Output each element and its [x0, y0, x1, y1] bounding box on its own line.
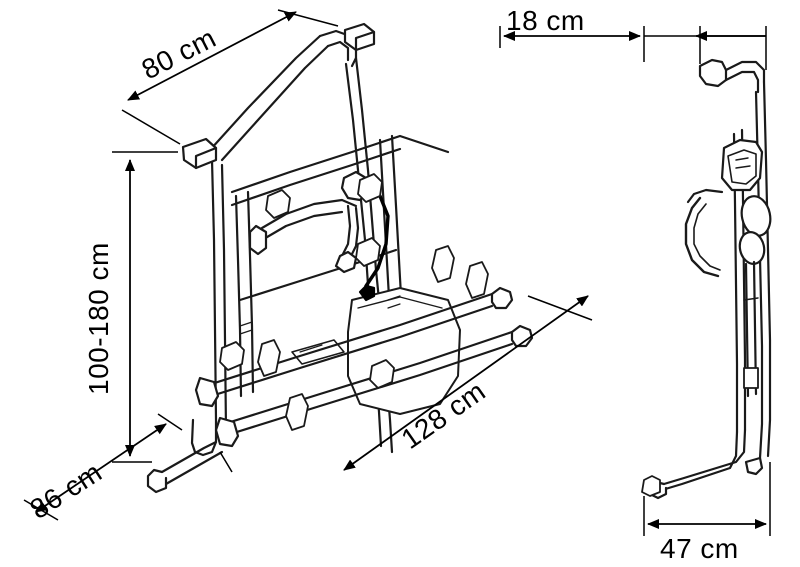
frame-detail-box-3: [355, 237, 381, 267]
dim-label-47: 47 cm: [660, 533, 739, 564]
frame-top-left-diagonal: [208, 34, 322, 152]
side-top-arm-lower: [724, 70, 760, 94]
side-slider-detail: [743, 297, 759, 301]
dim-label-18: 18 cm: [506, 5, 585, 36]
dim-line-86: [35, 423, 167, 513]
frame-top-left-diagonal-inner: [220, 44, 330, 162]
holder-arm-lower: [260, 210, 344, 242]
dimension-labels: 80 cm 100-180 cm 86 cm 128 cm 18 cm 47 c…: [24, 5, 738, 564]
frame-left-upright-inner: [220, 163, 228, 432]
side-top-bracket: [698, 58, 728, 88]
frame-top-right-corner-inner: [326, 40, 350, 62]
frame-detail-box-2: [219, 341, 245, 371]
side-clamp-detail-2: [735, 165, 751, 169]
holder-arm-hinge: [248, 224, 268, 256]
rail-end-cap-1: [490, 286, 514, 310]
wheel-clamp-2: [285, 393, 309, 431]
support-leg: [160, 440, 218, 474]
wheel-clamp-3: [431, 245, 455, 283]
side-rail-end-1: [740, 195, 772, 237]
support-leg-foot: [146, 468, 168, 494]
holder-arm-strap-2: [348, 206, 360, 260]
dim-line-128: [343, 295, 589, 471]
side-main-tube-right: [762, 80, 772, 458]
detail-line-1: [239, 321, 253, 327]
carrier-upper-rail: [230, 134, 450, 194]
side-foot-plate: [641, 475, 661, 497]
dimension-lines: [23, 9, 771, 536]
frame-detail-box-4: [357, 173, 383, 203]
side-wheel-arc-inner: [693, 203, 721, 271]
side-holder-arm: [686, 188, 724, 204]
support-leg-lower: [164, 450, 224, 486]
side-clamp-inner: [727, 149, 757, 185]
side-bottom-leg-lower: [660, 430, 739, 492]
wheel-clamp-4: [465, 261, 489, 299]
side-clamp-detail-1: [735, 157, 749, 161]
wheel-clamp-1: [257, 339, 281, 377]
side-top-arm: [724, 60, 766, 84]
ext-line-80-a: [121, 109, 181, 145]
dim-label-80: 80 cm: [137, 22, 221, 85]
side-bottom-leg: [662, 428, 747, 486]
carrier-upper-rail-lower: [230, 147, 402, 207]
rail-clamp-left-1: [194, 376, 220, 408]
frame-left-upright: [190, 145, 218, 457]
side-rail-end-2: [738, 231, 766, 265]
frame-detail-box-1: [265, 189, 291, 219]
plate-line: [299, 344, 323, 353]
side-wheel-arc: [684, 196, 720, 278]
dim-label-86: 86 cm: [24, 456, 107, 525]
dim-line-80: [127, 11, 297, 101]
ext-line-128-a: [219, 451, 233, 473]
holder-arm-strap: [340, 204, 352, 258]
dim-label-100-180: 100-180 cm: [83, 242, 114, 395]
rail-clamp-left-2: [214, 416, 240, 448]
holder-arm: [260, 198, 358, 230]
holder-strap-buckle: [334, 250, 358, 274]
side-slider-lock: [743, 367, 759, 389]
bracket-upper-left-edge: [194, 146, 218, 170]
side-tube-cap: [744, 456, 764, 476]
bracket-upper-right-edge: [354, 30, 376, 52]
rear-view-drawing: [146, 22, 534, 494]
side-view-drawing: [641, 58, 772, 500]
detail-line-2: [239, 329, 253, 335]
carrier-left-post-inner: [246, 190, 255, 394]
ext-line-80-b: [277, 9, 339, 27]
ext-line-86-b: [157, 413, 183, 431]
